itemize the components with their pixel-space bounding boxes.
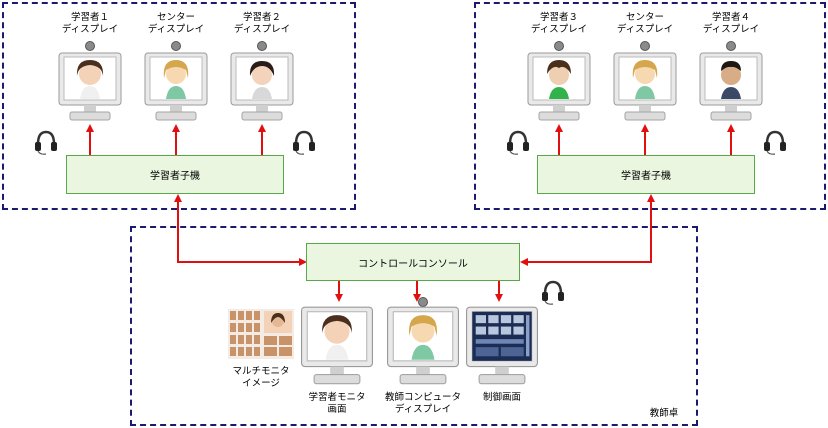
- connector-line: [89, 130, 91, 155]
- headset-icon: [506, 130, 530, 156]
- connector-line: [498, 281, 500, 295]
- center-display: [613, 52, 677, 122]
- arrow-down-icon: [495, 294, 503, 302]
- arrow-left-icon: [520, 258, 528, 266]
- camera-icon: [726, 41, 736, 51]
- monitor-label: 学習者１ ディスプレイ: [61, 12, 119, 35]
- learner-4-display: [699, 52, 763, 122]
- monitor-label: 学習者２ ディスプレイ: [233, 12, 291, 35]
- arrow-up-icon: [555, 124, 563, 132]
- connector-line: [644, 130, 646, 155]
- arrow-up-icon: [727, 124, 735, 132]
- arrow-up-icon: [174, 194, 182, 202]
- arrow-down-icon: [335, 294, 343, 302]
- arrow-up-icon: [647, 194, 655, 202]
- connector-line: [730, 130, 732, 155]
- learner-monitor-label: 学習者モニタ 画面: [308, 392, 366, 415]
- learner-unit-label: 学習者子機: [621, 171, 671, 182]
- headset-icon: [541, 280, 565, 306]
- camera-icon: [418, 297, 428, 307]
- headset-icon: [34, 130, 58, 156]
- learner-unit-label: 学習者子機: [150, 171, 200, 182]
- learner-pod-left: [2, 2, 356, 210]
- headset-icon: [763, 130, 787, 156]
- monitor-label: 学習者３ ディスプレイ: [530, 12, 588, 35]
- learner-monitor-screen: [299, 306, 375, 386]
- connector-line: [177, 261, 299, 263]
- connector-line: [650, 200, 652, 262]
- multi-monitor-label: マルチモニタ イメージ: [232, 366, 290, 389]
- camera-icon: [85, 41, 95, 51]
- learner-1-display: [58, 52, 122, 122]
- monitor-label: センター ディスプレイ: [616, 12, 674, 35]
- center-display: [144, 52, 208, 122]
- learner-2-display: [230, 52, 294, 122]
- arrow-up-icon: [172, 124, 180, 132]
- control-console: コントロールコンソール: [306, 243, 520, 281]
- arrow-up-icon: [641, 124, 649, 132]
- connector-line: [416, 281, 418, 295]
- teacher-desk-label: 教師卓: [649, 408, 679, 419]
- arrow-up-icon: [86, 124, 94, 132]
- learner-unit-left: 学習者子機: [66, 155, 284, 194]
- control-screen: [464, 306, 540, 386]
- camera-icon: [640, 41, 650, 51]
- connector-line: [175, 130, 177, 155]
- connector-line: [338, 281, 340, 295]
- multi-monitor-thumbnail: [228, 309, 294, 359]
- headset-icon: [292, 130, 316, 156]
- control-screen-label: 制御画面: [482, 392, 521, 403]
- arrow-right-icon: [299, 258, 307, 266]
- camera-icon: [257, 41, 267, 51]
- learner-3-display: [527, 52, 591, 122]
- learner-unit-right: 学習者子機: [537, 155, 755, 194]
- camera-icon: [554, 41, 564, 51]
- arrow-down-icon: [413, 294, 421, 302]
- connector-line: [528, 261, 652, 263]
- teacher-computer-display: [385, 306, 461, 386]
- connector-line: [261, 130, 263, 155]
- teacher-desk-area: [130, 226, 698, 426]
- arrow-up-icon: [258, 124, 266, 132]
- connector-line: [177, 200, 179, 262]
- camera-icon: [171, 41, 181, 51]
- monitor-label: センター ディスプレイ: [147, 12, 205, 35]
- connector-line: [558, 130, 560, 155]
- monitor-label: 学習者４ ディスプレイ: [702, 12, 760, 35]
- teacher-display-label: 教師コンピュータ ディスプレイ: [384, 392, 461, 415]
- control-console-label: コントロールコンソール: [358, 258, 468, 270]
